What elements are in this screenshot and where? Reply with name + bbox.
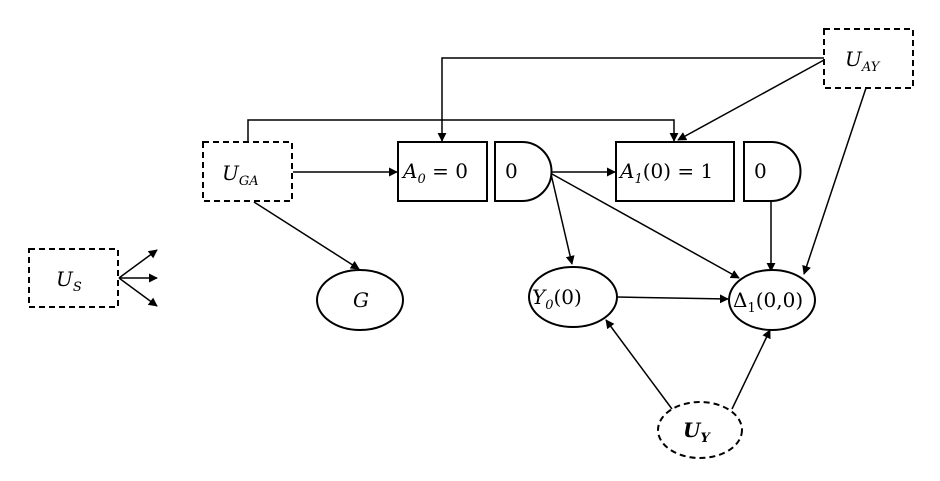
edge-uga-to-g	[253, 201, 360, 270]
edge-uay-to-delta	[802, 87, 867, 275]
node-a0-gate: 0	[494, 141, 553, 202]
edge-a0gate-to-delta	[551, 173, 740, 279]
node-y0-label: Y0(0)	[532, 285, 582, 313]
edges	[118, 57, 867, 410]
edge-uy-to-y0	[605, 319, 673, 410]
edge-y0-to-delta	[616, 294, 729, 304]
node-a1-gate-label: 0	[754, 159, 767, 183]
node-u-ga-label: UGA	[222, 161, 259, 189]
node-u-y-label: UY	[683, 418, 711, 446]
edge-uga-to-a1	[247, 119, 679, 142]
node-a0-label: A0 = 0	[401, 159, 468, 187]
node-u-y: UY	[657, 401, 743, 459]
node-a0-gate-label: 0	[505, 159, 518, 183]
node-a1-gate: 0	[743, 141, 802, 202]
node-a1: A1(0) = 1	[615, 141, 735, 202]
node-a0: A0 = 0	[397, 141, 488, 202]
node-u-ga: UGA	[202, 141, 293, 202]
node-u-s: US	[28, 248, 119, 308]
edge-a0gate-to-y0	[550, 173, 575, 265]
edge-uay-to-a1	[677, 59, 825, 141]
node-g: G	[316, 269, 404, 331]
edge-uay-to-a0	[437, 57, 824, 142]
node-y0: Y0(0)	[528, 266, 618, 328]
node-g-label: G	[353, 288, 369, 312]
node-u-ay-label: UAY	[845, 47, 881, 75]
edge-us-down	[118, 277, 158, 307]
edge-us-up	[118, 249, 158, 279]
node-delta-label: Δ1(0,0)	[733, 288, 803, 316]
node-u-s-label: US	[56, 267, 82, 295]
node-delta: Δ1(0,0)	[728, 269, 816, 331]
node-a1-label: A1(0) = 1	[618, 159, 713, 187]
edge-uy-to-delta	[731, 329, 771, 410]
node-u-ay: UAY	[823, 28, 914, 89]
